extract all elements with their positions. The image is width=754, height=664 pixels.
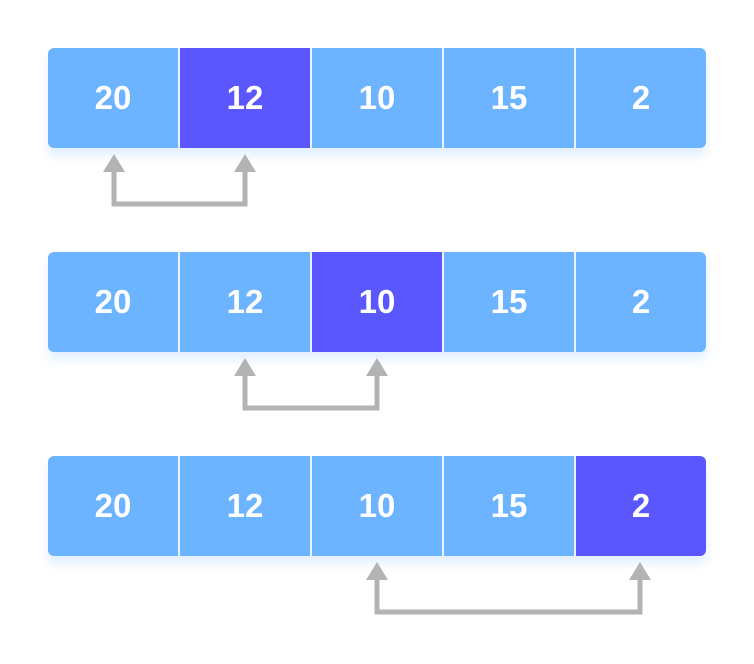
array-cell: 2 [576, 48, 706, 148]
array-row-2: 20 12 10 15 2 [0, 252, 754, 422]
array-cell: 10 [312, 456, 444, 556]
array-cell: 10 [312, 48, 444, 148]
array-cell: 12 [180, 252, 312, 352]
array-2: 20 12 10 15 2 [48, 252, 706, 352]
array-cell: 12 [180, 456, 312, 556]
arrow-head-icon [234, 358, 256, 376]
array-cell: 20 [48, 252, 180, 352]
array-row-1: 20 12 10 15 2 [0, 48, 754, 218]
array-cell: 2 [576, 252, 706, 352]
arrow-head-icon [234, 154, 256, 172]
arrow-head-icon [366, 358, 388, 376]
arrow-connector [111, 170, 248, 207]
arrow-connector [374, 578, 643, 615]
array-row-3: 20 12 10 15 2 [0, 456, 754, 626]
array-cell: 10 [312, 252, 444, 352]
array-cell: 20 [48, 48, 180, 148]
array-3: 20 12 10 15 2 [48, 456, 706, 556]
arrow-connector [242, 374, 380, 411]
array-cell: 2 [576, 456, 706, 556]
array-1: 20 12 10 15 2 [48, 48, 706, 148]
arrow-head-icon [629, 562, 651, 580]
comparison-arrow-2 [234, 358, 388, 411]
array-cell: 15 [444, 456, 576, 556]
array-cell: 20 [48, 456, 180, 556]
arrow-head-icon [366, 562, 388, 580]
comparison-arrow-3 [366, 562, 651, 615]
comparison-arrow-1 [103, 154, 256, 207]
array-cell: 12 [180, 48, 312, 148]
array-cell: 15 [444, 252, 576, 352]
array-cell: 15 [444, 48, 576, 148]
arrow-head-icon [103, 154, 125, 172]
